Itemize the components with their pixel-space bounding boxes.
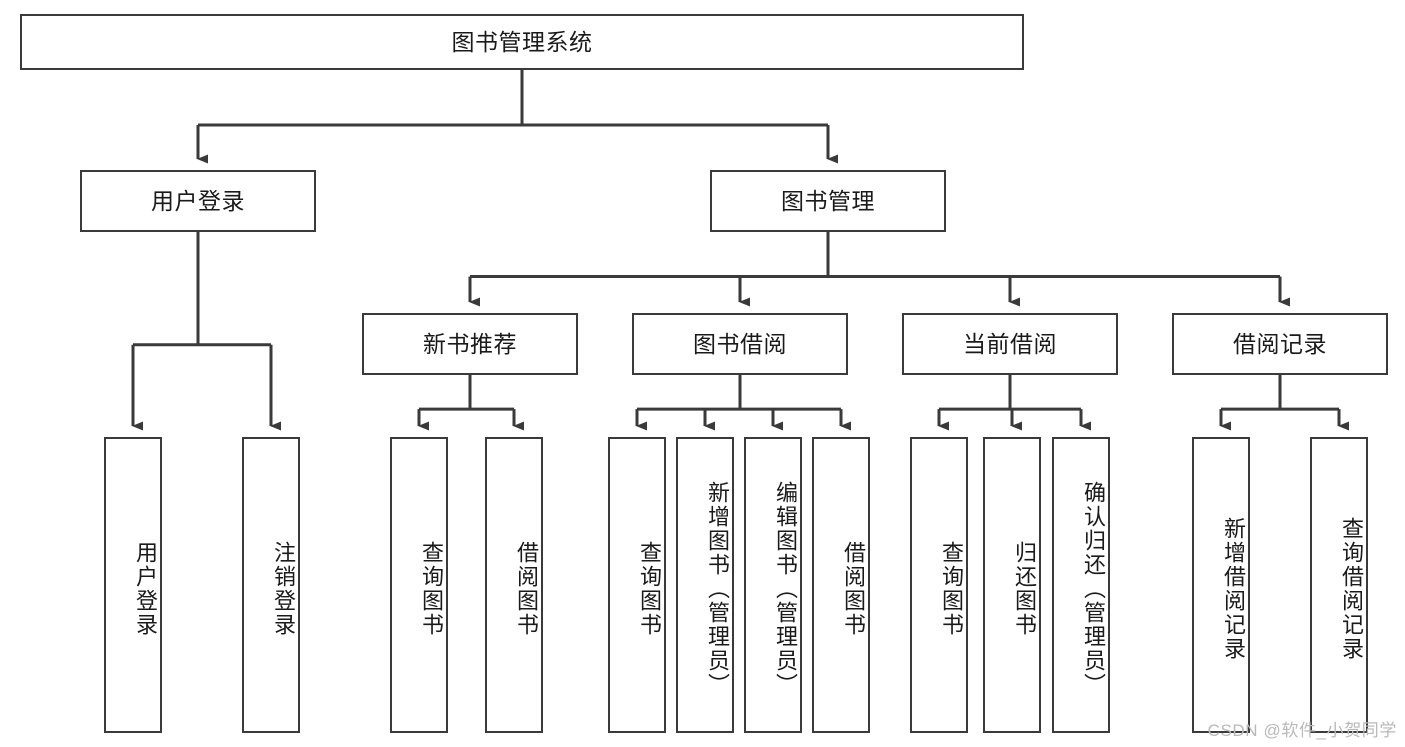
node-borrow-record[interactable]: 借阅记录 <box>1172 313 1388 375</box>
node-book-manage[interactable]: 图书管理 <box>710 170 946 232</box>
node-label: 新增图书（管理员） <box>705 481 730 697</box>
node-label: 图书借阅 <box>693 330 787 357</box>
node-leaf-add-book[interactable]: 新增图书（管理员） <box>676 437 734 733</box>
node-leaf-user-login[interactable]: 用户登录 <box>104 437 162 733</box>
node-label: 查询图书 <box>419 541 444 637</box>
node-label: 查询图书 <box>637 541 662 637</box>
watermark-text: CSDN @软件_小贺同学 <box>1207 721 1397 740</box>
node-new-book-rec[interactable]: 新书推荐 <box>362 313 578 375</box>
node-label: 用户登录 <box>133 541 158 637</box>
node-label: 编辑图书（管理员） <box>773 481 798 697</box>
node-label: 新增借阅记录 <box>1221 517 1246 661</box>
node-label: 借阅记录 <box>1233 330 1327 357</box>
node-leaf-borrow-book-1[interactable]: 借阅图书 <box>485 437 543 733</box>
node-label: 注销登录 <box>271 541 296 637</box>
node-leaf-query-book-3[interactable]: 查询图书 <box>910 437 968 733</box>
node-leaf-query-book-1[interactable]: 查询图书 <box>390 437 448 733</box>
node-book-borrow[interactable]: 图书借阅 <box>632 313 848 375</box>
node-current-borrow[interactable]: 当前借阅 <box>902 313 1118 375</box>
node-leaf-borrow-book-2[interactable]: 借阅图书 <box>812 437 870 733</box>
node-label: 归还图书 <box>1012 541 1037 637</box>
node-leaf-return-book[interactable]: 归还图书 <box>983 437 1041 733</box>
node-leaf-edit-book[interactable]: 编辑图书（管理员） <box>744 437 802 733</box>
node-leaf-user-logout[interactable]: 注销登录 <box>242 437 300 733</box>
node-label: 图书管理系统 <box>451 28 593 55</box>
node-user-login[interactable]: 用户登录 <box>80 170 316 232</box>
node-leaf-confirm-return[interactable]: 确认归还（管理员） <box>1052 437 1110 733</box>
node-root[interactable]: 图书管理系统 <box>20 14 1024 70</box>
node-leaf-query-book-2[interactable]: 查询图书 <box>608 437 666 733</box>
node-label: 借阅图书 <box>514 541 539 637</box>
node-label: 用户登录 <box>151 187 245 214</box>
node-label: 图书管理 <box>781 187 875 214</box>
node-leaf-query-record[interactable]: 查询借阅记录 <box>1310 437 1368 733</box>
node-label: 当前借阅 <box>963 330 1057 357</box>
node-label: 查询图书 <box>939 541 964 637</box>
node-label: 新书推荐 <box>423 330 517 357</box>
node-label: 借阅图书 <box>841 541 866 637</box>
node-label: 查询借阅记录 <box>1339 517 1364 661</box>
node-label: 确认归还（管理员） <box>1081 481 1106 697</box>
node-leaf-add-record[interactable]: 新增借阅记录 <box>1192 437 1250 733</box>
